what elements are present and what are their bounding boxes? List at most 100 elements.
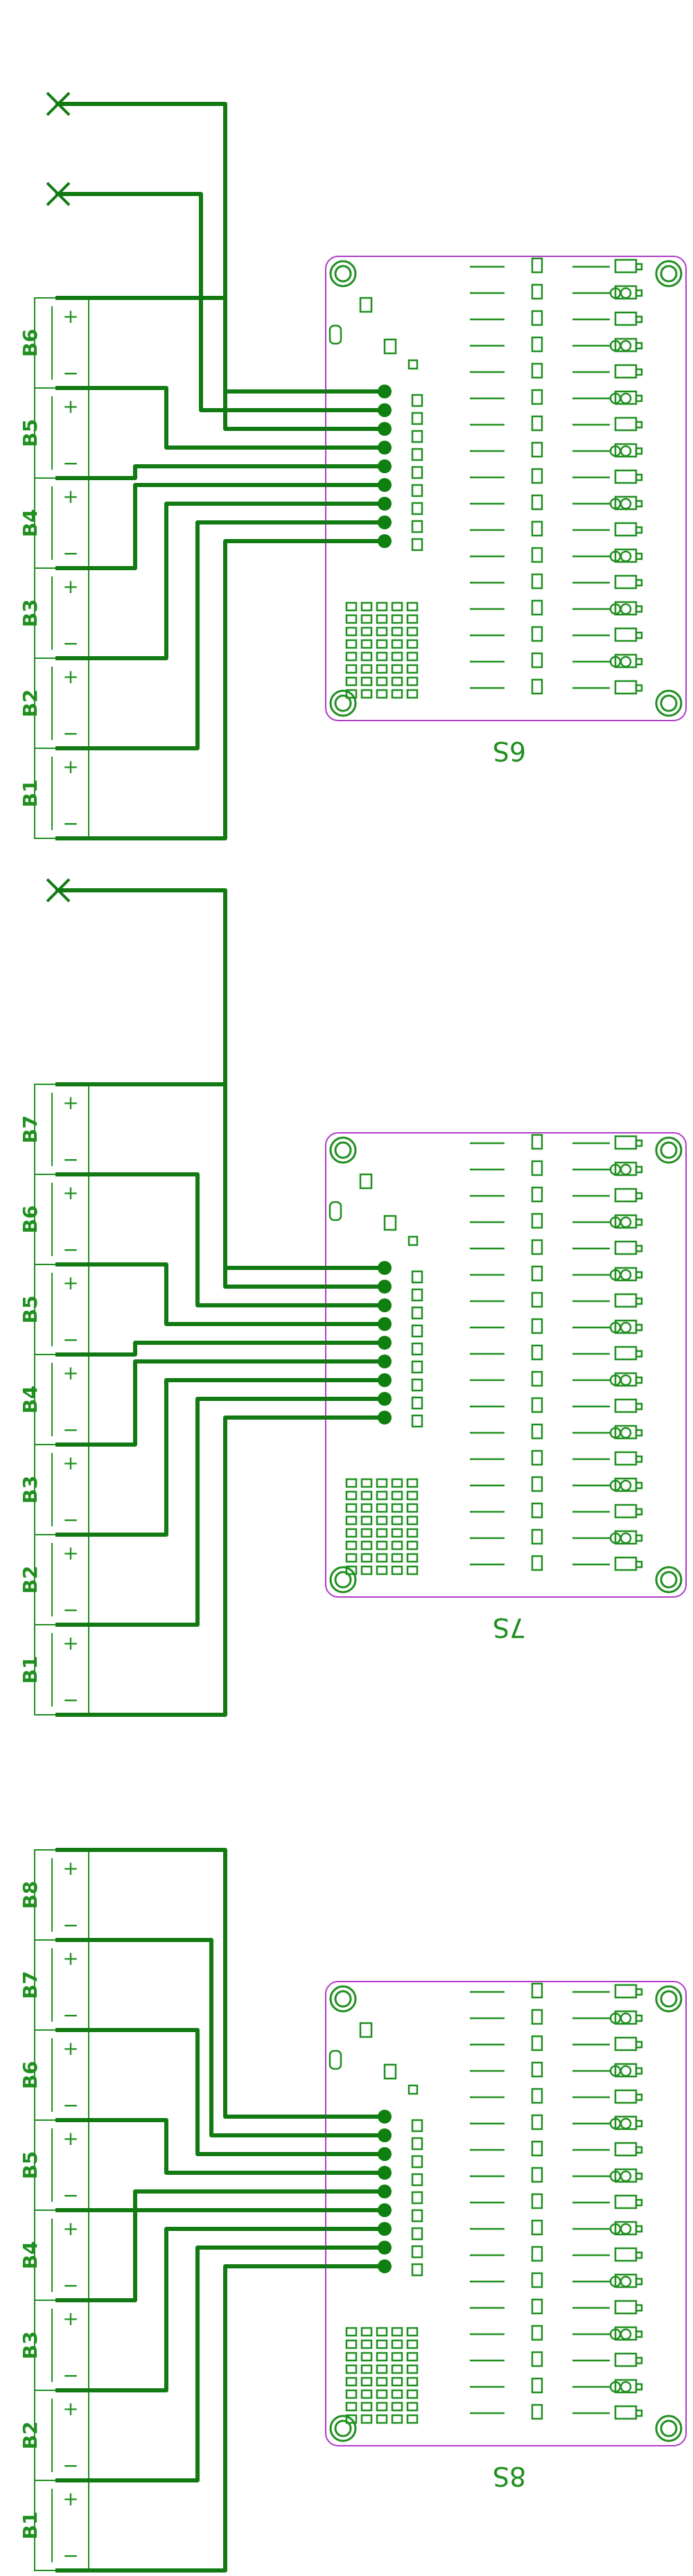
smd-part	[345, 1528, 358, 1538]
smd-part	[360, 1490, 373, 1501]
cell-label: B3	[19, 1476, 42, 1504]
mounting-hole	[329, 2415, 357, 2442]
smd-part	[376, 2364, 388, 2374]
terminal-blocks: +−B7+−B6+−B5+−B4+−B3+−B2+−B1	[19, 1084, 89, 1715]
small-part	[411, 1360, 423, 1374]
plus-sign: +	[62, 575, 78, 598]
plus-sign: +	[62, 1542, 78, 1564]
cell-terminal: +−B7	[19, 1084, 89, 1175]
mosfet-tab	[635, 447, 643, 455]
plus-sign: +	[62, 1361, 78, 1384]
mosfet-footprint	[614, 258, 638, 274]
smd-part	[376, 626, 388, 637]
smd-part	[345, 1515, 358, 1526]
mosfet-tab	[635, 2067, 643, 2075]
smd-part	[406, 689, 419, 699]
ring-pad	[620, 2012, 632, 2024]
ring-pad	[620, 2117, 632, 2130]
smd-part	[360, 2339, 373, 2349]
small-part	[411, 1306, 423, 1320]
mosfet-footprint	[614, 469, 638, 484]
component-pad	[531, 1344, 543, 1361]
mosfet-tab	[635, 473, 643, 482]
mounting-hole	[329, 1566, 357, 1594]
connector-pad	[378, 534, 392, 548]
smd-part	[360, 1478, 373, 1488]
smd-part	[360, 1503, 373, 1513]
small-part	[411, 430, 423, 443]
small-part	[411, 502, 423, 515]
led-part	[328, 1201, 342, 1221]
mosfet-tab	[635, 315, 643, 324]
smd-part	[406, 2339, 419, 2349]
component-pad	[531, 652, 543, 669]
component-pad	[531, 1502, 543, 1519]
smd-part	[376, 614, 388, 624]
smd-part	[391, 1478, 403, 1488]
component-pad	[531, 678, 543, 695]
mosfet-tab	[635, 2251, 643, 2259]
balance-wire	[55, 2189, 385, 2212]
smd-part	[360, 664, 373, 674]
component-pad	[531, 389, 543, 405]
smd-part	[345, 1553, 358, 1563]
mosfet-tab	[635, 2146, 643, 2154]
connector-pad	[378, 2241, 392, 2255]
cell-label: B1	[19, 2512, 42, 2540]
component-pad	[531, 1982, 543, 1999]
small-part	[411, 448, 423, 461]
smd-part	[391, 1565, 403, 1576]
component-pad	[531, 1291, 543, 1308]
smd-part	[406, 614, 419, 624]
no-connect-mark	[46, 182, 71, 206]
mosfet-tab	[635, 2093, 643, 2101]
smd-part	[391, 2414, 403, 2424]
mosfet-footprint	[614, 416, 638, 432]
cell-label: B5	[19, 1296, 42, 1324]
mosfet-tab	[635, 658, 643, 666]
mosfet-footprint	[614, 2352, 638, 2367]
terminal-block	[34, 1444, 89, 1535]
balance-wire	[55, 2227, 385, 2392]
mounting-hole	[655, 1566, 683, 1594]
component-pad	[531, 1528, 543, 1545]
small-part	[411, 1396, 423, 1410]
minus-sign: −	[62, 1328, 78, 1351]
ring-pad	[620, 497, 632, 510]
unused-wire	[55, 888, 385, 1270]
minus-sign: −	[62, 1238, 78, 1261]
ring-pad	[620, 2223, 632, 2235]
component-pad	[531, 1370, 543, 1387]
mosfet-tab	[635, 579, 643, 587]
smd-part	[376, 1490, 388, 1501]
connector-pad	[378, 1317, 392, 1331]
mosfet-footprint	[614, 2036, 638, 2052]
terminal-block	[34, 1174, 89, 1265]
mosfet-footprint	[614, 1135, 638, 1150]
mosfet-tab	[635, 1165, 643, 1174]
mounting-hole-inner	[660, 2419, 678, 2437]
plus-sign: +	[62, 665, 78, 688]
smd-part	[391, 601, 403, 612]
mounting-hole-inner	[334, 1141, 352, 1159]
x-stroke	[46, 182, 71, 206]
component-pad	[531, 2246, 543, 2262]
terminal-block	[34, 567, 89, 659]
small-part	[411, 2191, 423, 2205]
minus-sign: −	[62, 812, 78, 835]
terminal-block	[34, 387, 89, 479]
plus-sign: +	[62, 2397, 78, 2420]
smd-part	[406, 2389, 419, 2399]
small-part	[411, 1288, 423, 1302]
terminal-block	[34, 1084, 89, 1175]
mounting-hole	[329, 1136, 357, 1164]
minus-sign: −	[62, 2004, 78, 2027]
mounting-hole-inner	[660, 1990, 678, 2008]
minus-sign: −	[62, 2184, 78, 2207]
smd-part	[391, 664, 403, 674]
smd-part	[345, 1503, 358, 1513]
terminal-block	[34, 2119, 89, 2211]
minus-sign: −	[62, 632, 78, 655]
plus-sign: +	[62, 2487, 78, 2510]
